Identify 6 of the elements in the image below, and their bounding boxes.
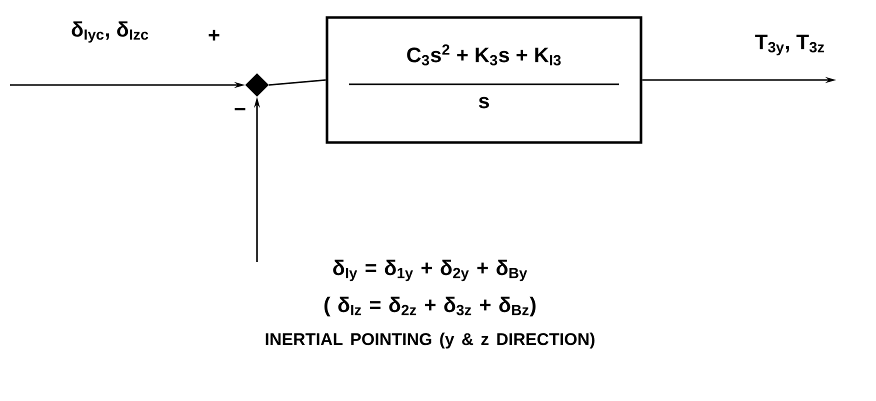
transfer-function-block: C$_{3}$s$^{2}$ + K$_{3}$s + K$_{I3}$ s	[326, 16, 642, 144]
sign-label: −	[234, 108, 246, 110]
sign-label: +	[208, 30, 220, 40]
edge-label: T$_{3y}$, T$_{3z}$	[754, 34, 826, 56]
edge-label: δ$_{Iyc}$, δ$_{Izc}$	[70, 20, 150, 44]
equation-text: δ$_{Iy}$ = δ$_{1y}$ + δ$_{2y}$ + δ$_{By}$ ( δ$_{Iz}$ = δ$_{2z}$ + δ$_{3z}$ + δ$_{Bz}$) INERTIAL POINTING (y & z DIRECTION)	[266, 260, 594, 349]
